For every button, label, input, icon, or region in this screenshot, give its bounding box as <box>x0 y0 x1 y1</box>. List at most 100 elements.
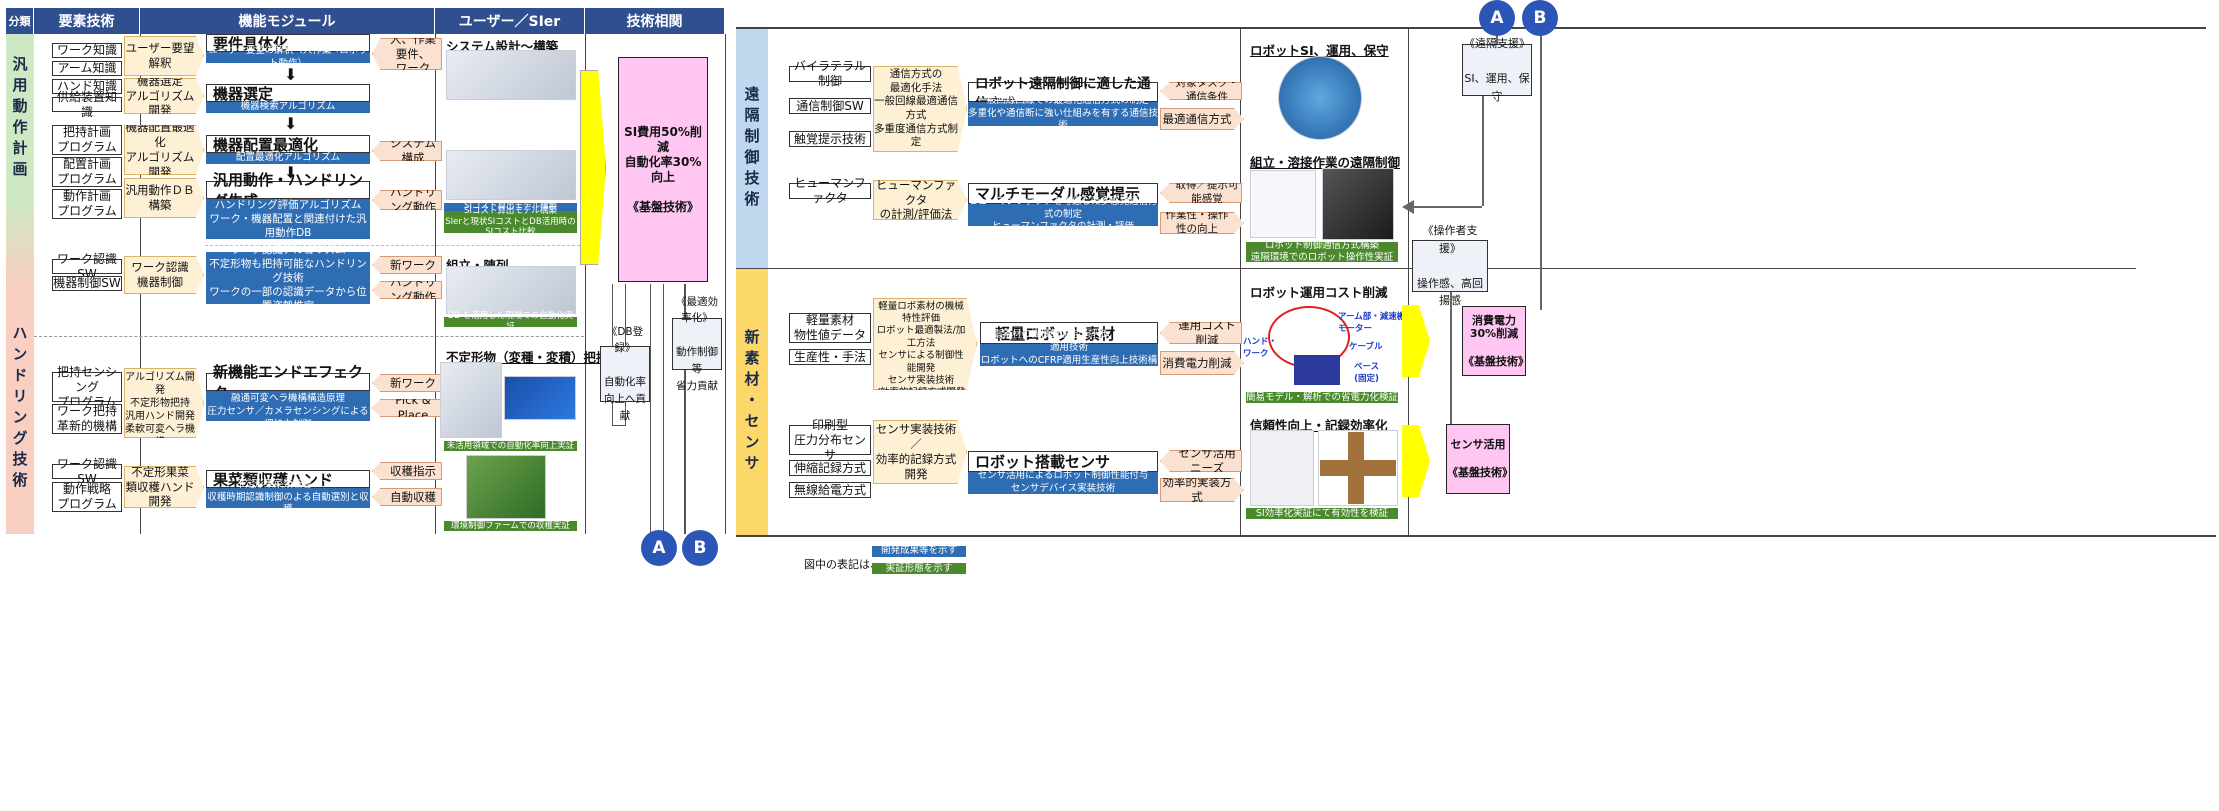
element-box: 伸縮記録方式 <box>789 460 871 476</box>
case-title: 不定形物（変種・変積）把持 <box>446 350 609 365</box>
case-result: 簡易モデル・解析での省電力化検証 <box>1246 391 1399 403</box>
case-image <box>446 50 576 100</box>
element-box: 機器制御SW <box>52 276 122 291</box>
case-image <box>440 362 502 438</box>
element-box: ワーク認識SW <box>52 252 122 281</box>
element-box: ハンド知識 <box>52 79 122 94</box>
element-box: ワーク知識 <box>52 43 122 58</box>
module-desc: 機器検索アルゴリズム <box>206 101 370 113</box>
hollow-arrow <box>650 284 664 534</box>
module-desc: 不定形果菜類吸着ハンド 収穫時期認識制御のよる自動選別と収穫 <box>206 478 370 516</box>
case-image <box>1250 170 1316 238</box>
module-desc: ヒューマンファクタを考慮した多感覚通信方式の制定 ヒューマンファクタの計測・評価 <box>968 195 1158 233</box>
module-desc: センサ活用によるロボット制御性能付与 センサデバイス実装技術 <box>968 470 1158 494</box>
approach-arrow: 通信方式の 最適化手法 一般回線最適通信方式 多重度通信方式制定 <box>873 66 967 152</box>
legend-blue: 開発成果等を示す <box>872 545 966 557</box>
user-input-arrow: 運用コスト削減 <box>1160 322 1242 344</box>
user-input-arrow: 取得／提示可能感覚 <box>1160 183 1242 203</box>
band-general-motion: 汎用動作計画 <box>6 34 34 204</box>
case-image <box>1250 430 1314 506</box>
module-title: 新機能エンドエフェクタ <box>206 363 370 402</box>
approach-arrow: ハンドリング評価 アルゴリズム開発 不定形物把持 汎用ハンド開発 柔軟可変ヘラ機… <box>124 368 204 438</box>
element-box: ワーク認識SW <box>52 457 122 486</box>
user-input-arrow: 対象タスク・通信条件 <box>1160 82 1242 100</box>
approach-arrow: 汎用動作ＤＢ構築 <box>124 178 204 218</box>
approach-arrow: 機器選定 アルゴリズム開発 <box>124 78 204 114</box>
connector-b-circle: B <box>1522 0 1558 36</box>
case-result: SI効率化実証にて有効性を検証 <box>1246 508 1398 519</box>
header-correlation: 技術相関 <box>585 8 725 34</box>
case-image <box>1322 168 1394 240</box>
module-title: 機器配置最適化 <box>206 135 370 154</box>
user-input-arrow: ハンドリング動作 <box>372 281 442 299</box>
user-input-arrow: 新ワーク <box>372 374 442 392</box>
module-desc: ハンドリング評価アルゴリズム ワーク・機器配置と関連付けた汎用動作DB <box>206 199 370 239</box>
element-box: 軽量素材 物性値データ <box>789 313 871 343</box>
correlation-db: 《DB登録》 自動化率 向上へ貢献 <box>600 326 650 422</box>
robot-label: ケーブル <box>1349 342 1383 352</box>
connector-b-circle: B <box>682 530 718 566</box>
connector-line <box>1482 96 1484 206</box>
element-box: 把持計画 プログラム <box>52 125 122 155</box>
user-input-arrow: センサ活用ニーズ <box>1160 450 1242 472</box>
correlation-main: SI費用50%削減 自動化率30%向上 《基盤技術》 <box>618 57 708 282</box>
remote-support-note: 《遠隔支援》 SI、運用、保守 <box>1462 37 1532 103</box>
module-title: マルチモーダル感覚提示 <box>968 183 1158 204</box>
module-desc: 一般回線回線での最適化通信方式の制定 多重化や通信断に強い仕組みを有する通信技術 <box>968 94 1159 132</box>
column-divider <box>585 34 586 534</box>
user-output-arrow: 最適通信方式 <box>1160 108 1244 130</box>
approach-arrow: センサ実装技術／ 効率的記録方式開発 <box>873 420 967 484</box>
column-divider <box>1240 27 1241 535</box>
yellow-arrow <box>1402 305 1430 377</box>
user-output-arrow: 消費電力削減 <box>1160 351 1244 375</box>
case-result: SIコスト算出モデル構築 <box>444 201 577 211</box>
correlation-power: 消費電力 30%削減 《基盤技術》 <box>1462 306 1529 376</box>
case-image <box>446 266 576 314</box>
connector-line <box>1412 206 1482 208</box>
user-input-arrow: 新ワーク <box>372 256 442 274</box>
module-desc: 樹脂素材の機械的性能の評価、ロボット適用技術 ロボットへのCFRP適用生産性向上… <box>980 329 1158 379</box>
flow-arrow: ⬇ <box>284 65 298 84</box>
element-box: 触覚提示技術 <box>789 131 871 147</box>
element-box: 無線給電方式 <box>789 482 871 498</box>
case-image <box>446 150 576 200</box>
module-desc: 不定形物把持可能汎用ハンド 融通可変ヘラ機構構造原理 圧力センサ／カメラセンシン… <box>206 380 370 430</box>
case-title: ロボット運用コスト削減 <box>1250 285 1388 300</box>
connector-a-circle: A <box>641 530 677 566</box>
module-desc: ユーザー要望の解釈（人作業→ロボット動作） <box>206 45 370 69</box>
user-input-arrow: 人、作業要件、 ワーク <box>372 38 442 70</box>
approach-arrow: 機器配置最適化 アルゴリズム開発 <box>124 125 204 175</box>
approach-arrow: ユーザー要望解釈 <box>124 36 204 76</box>
element-box: 動作計画 プログラム <box>52 189 122 219</box>
element-box: 印刷型 圧力分布センサ <box>789 418 871 462</box>
approach-arrow: ワーク認識 機器制御 <box>124 256 204 294</box>
right-panel-top-line <box>736 27 2206 29</box>
flow-arrow: ⬇ <box>284 163 298 182</box>
legend-green: 実証形態を示す <box>872 563 966 574</box>
header-modules: 機能モジュール <box>140 8 435 34</box>
connector-line <box>1450 292 1452 428</box>
column-divider <box>725 34 726 534</box>
user-input-arrow: 自動収穫 <box>372 488 442 506</box>
case-image <box>504 376 576 420</box>
user-input-arrow: Pick & Place <box>372 399 442 417</box>
module-title: 果菜類収穫ハンド <box>206 470 370 489</box>
flow-arrow: ⬇ <box>284 114 298 133</box>
case-result: 環境制御ファームでの収穫実証 <box>444 521 577 531</box>
module-title: 軽量ロボット素材 <box>980 322 1158 344</box>
module-title: ロボット遠隔制御に適した通信方式 <box>968 76 1158 112</box>
correlation-efficiency: 《最適効率化》 動作制御等 省力貢献 <box>672 296 722 392</box>
robot-label: アーム部・減速機・ モーター <box>1338 312 1414 334</box>
correlation-sensor: センサ活用 《基盤技術》 <box>1446 424 1513 494</box>
user-output-arrow: 作業性・操作性の向上 <box>1160 212 1244 234</box>
module-desc: 配置最適化アルゴリズム <box>206 152 370 164</box>
approach-arrow: 最適製法・加工法 軽量ロボ素材の機械特性評価 ロボット最適製法/加工方法 センサ… <box>873 298 977 390</box>
right-panel-bottom-line <box>736 535 2216 537</box>
user-input-arrow: システム構成 <box>372 141 442 161</box>
band-remote-control: 遠隔制御技術 <box>736 29 768 268</box>
case-image <box>466 455 546 519</box>
robot-label: ハンド・ ワーク <box>1243 337 1278 359</box>
case-title: ロボットSI、運用、保守 <box>1250 43 1389 58</box>
sensor-cross <box>1320 460 1396 476</box>
element-box: ワーク把持 革新的機構 <box>52 404 122 434</box>
